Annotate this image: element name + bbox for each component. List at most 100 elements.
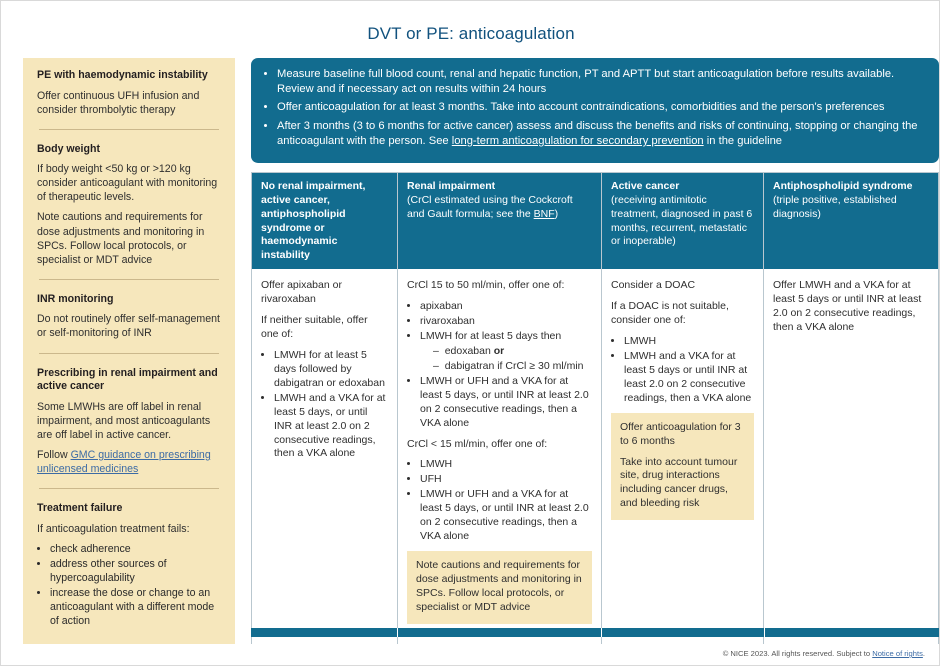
table-column-active-cancer: Active cancer (receiving antimitotic tre… bbox=[602, 173, 764, 644]
key-advice-banner: Measure baseline full blood count, renal… bbox=[251, 58, 939, 163]
long-term-anticoagulation-link[interactable]: long-term anticoagulation for secondary … bbox=[451, 134, 704, 147]
column-header: No renal impairment, active cancer, anti… bbox=[252, 173, 397, 269]
body-text: CrCl 15 to 50 ml/min, offer one of: bbox=[407, 279, 565, 291]
note-text: Offer anticoagulation for 3 to 6 months bbox=[620, 420, 741, 447]
table-column-renal-impairment: Renal impairment (CrCl estimated using t… bbox=[398, 173, 602, 644]
column-header-title: No renal impairment, active cancer, anti… bbox=[261, 180, 366, 262]
column-header: Active cancer (receiving antimitotic tre… bbox=[602, 173, 763, 269]
list-item: Measure baseline full blood count, renal… bbox=[277, 67, 927, 97]
column-body: CrCl 15 to 50 ml/min, offer one of: apix… bbox=[398, 269, 601, 644]
sub-item-text: edoxaban bbox=[444, 344, 494, 357]
list-item: LMWH bbox=[624, 335, 754, 349]
list-item: address other sources of hypercoagulabil… bbox=[50, 557, 221, 585]
sidebar-text: If body weight <50 kg or >120 kg conside… bbox=[37, 163, 218, 204]
list-item: LMWH for at least 5 days then edoxaban o… bbox=[420, 330, 592, 374]
column-header-sub: (CrCl estimated using the Cockcroft and … bbox=[407, 194, 592, 222]
gmc-guidance-link[interactable]: GMC guidance on prescribing unlicensed m… bbox=[37, 448, 211, 475]
divider bbox=[39, 487, 219, 489]
body-text: Offer apixaban or rivaroxaban bbox=[261, 279, 342, 305]
column-header: Renal impairment (CrCl estimated using t… bbox=[398, 173, 601, 269]
page-title: DVT or PE: anticoagulation bbox=[367, 24, 575, 43]
column-header-sub: (triple positive, established diagnosis) bbox=[773, 193, 897, 220]
list-item: increase the dose or change to an antico… bbox=[50, 586, 221, 628]
sub-post: ) bbox=[554, 207, 559, 220]
sidebar-heading: INR monitoring bbox=[37, 292, 114, 305]
options-list: LMWH for at least 5 days followed by dab… bbox=[261, 349, 388, 462]
banner-list: Measure baseline full blood count, renal… bbox=[261, 67, 927, 149]
list-item: Offer anticoagulation for at least 3 mon… bbox=[277, 100, 927, 115]
sidebar-text-follow: Follow GMC guidance on prescribing unlic… bbox=[37, 448, 221, 476]
sidebar-text: Offer continuous UFH infusion and consid… bbox=[37, 89, 200, 116]
bullet-text-pre: After 3 months (3 to 6 months for active… bbox=[277, 119, 918, 147]
list-item: LMWH and a VKA for at least 5 days, or u… bbox=[274, 392, 388, 462]
copyright-footer: © NICE 2023. All rights reserved. Subjec… bbox=[723, 649, 925, 658]
notice-of-rights-link[interactable]: Notice of rights bbox=[872, 649, 923, 658]
note-text: Note cautions and requirements for dose … bbox=[416, 559, 582, 614]
body-text: CrCl < 15 ml/min, offer one of: bbox=[407, 437, 548, 450]
follow-prefix: Follow bbox=[37, 448, 71, 461]
column-header-title: Renal impairment bbox=[407, 180, 496, 192]
treatment-failure-list: check adherence address other sources of… bbox=[37, 542, 221, 628]
body-text: Offer LMWH and a VKA for at least 5 days… bbox=[773, 279, 922, 333]
list-item: UFH bbox=[420, 473, 592, 487]
sidebar-section-pe-instability: PE with haemodynamic instability Offer c… bbox=[37, 69, 221, 117]
note-box-active-cancer: Offer anticoagulation for 3 to 6 months … bbox=[611, 412, 754, 521]
sidebar-section-body-weight: Body weight If body weight <50 kg or >12… bbox=[37, 143, 221, 267]
body-text: If a DOAC is not suitable, consider one … bbox=[611, 299, 729, 326]
sidebar-text: If anticoagulation treatment fails: bbox=[37, 522, 190, 535]
sidebar-heading: Body weight bbox=[37, 142, 100, 155]
column-header-title: Antiphospholipid syndrome bbox=[773, 180, 913, 192]
list-item: LMWH or UFH and a VKA for at least 5 day… bbox=[420, 488, 592, 544]
list-item: After 3 months (3 to 6 months for active… bbox=[277, 119, 927, 149]
sidebar-heading: PE with haemodynamic instability bbox=[37, 69, 208, 81]
divider bbox=[39, 128, 219, 130]
column-header-title: Active cancer bbox=[611, 180, 680, 192]
bar-segment bbox=[251, 628, 398, 637]
options-list-crcl-15-50: apixaban rivaroxaban LMWH for at least 5… bbox=[407, 300, 592, 431]
options-list: LMWH LMWH and a VKA for at least 5 days … bbox=[611, 335, 754, 406]
list-item-label: LMWH for at least 5 days then bbox=[420, 329, 562, 342]
table-bottom-bar bbox=[251, 628, 939, 637]
note-text: Take into account tumour site, drug inte… bbox=[620, 455, 738, 510]
sub-item-emphasis: or bbox=[493, 344, 505, 357]
column-body: Consider a DOAC If a DOAC is not suitabl… bbox=[602, 269, 763, 644]
note-box-renal: Note cautions and requirements for dose … bbox=[407, 551, 592, 625]
copyright-suffix: . bbox=[922, 649, 925, 658]
column-body: Offer apixaban or rivaroxaban If neither… bbox=[252, 269, 397, 644]
bullet-text-post: in the guideline bbox=[703, 134, 783, 147]
list-item: rivaroxaban bbox=[420, 315, 592, 329]
sidebar-section-prescribing: Prescribing in renal impairment and acti… bbox=[37, 367, 221, 476]
sub-pre: (CrCl estimated using the Cockcroft and … bbox=[407, 193, 573, 220]
divider bbox=[39, 278, 219, 280]
table-column-no-renal-impairment: No renal impairment, active cancer, anti… bbox=[252, 173, 398, 644]
column-body: Offer LMWH and a VKA for at least 5 days… bbox=[764, 269, 938, 644]
sidebar-panel: PE with haemodynamic instability Offer c… bbox=[23, 58, 235, 644]
sidebar-text: Some LMWHs are off label in renal impair… bbox=[37, 400, 211, 441]
list-item: edoxaban or bbox=[433, 345, 592, 359]
sidebar-heading: Prescribing in renal impairment and acti… bbox=[37, 366, 218, 393]
bar-segment bbox=[397, 628, 603, 637]
list-item: LMWH or UFH and a VKA for at least 5 day… bbox=[420, 375, 592, 431]
table-column-antiphospholipid-syndrome: Antiphospholipid syndrome (triple positi… bbox=[764, 173, 938, 644]
body-text: Consider a DOAC bbox=[611, 279, 696, 291]
list-item: dabigatran if CrCl ≥ 30 ml/min bbox=[433, 360, 592, 374]
bar-segment bbox=[765, 628, 939, 637]
sidebar-section-inr-monitoring: INR monitoring Do not routinely offer se… bbox=[37, 293, 221, 341]
column-header: Antiphospholipid syndrome (triple positi… bbox=[764, 173, 938, 269]
list-item: LMWH for at least 5 days followed by dab… bbox=[274, 349, 388, 391]
sidebar-text: Note cautions and requirements for dose … bbox=[37, 211, 205, 266]
list-item: LMWH bbox=[420, 458, 592, 472]
column-header-sub: (receiving antimitotic treatment, diagno… bbox=[611, 193, 753, 248]
sub-options-list: edoxaban or dabigatran if CrCl ≥ 30 ml/m… bbox=[420, 345, 592, 374]
bnf-link[interactable]: BNF bbox=[533, 207, 555, 220]
list-item: LMWH and a VKA for at least 5 days or un… bbox=[624, 350, 754, 406]
list-item: apixaban bbox=[420, 300, 592, 314]
divider bbox=[39, 352, 219, 354]
sidebar-section-treatment-failure: Treatment failure If anticoagulation tre… bbox=[37, 502, 221, 628]
body-text: If neither suitable, offer one of: bbox=[261, 313, 368, 340]
sidebar-heading: Treatment failure bbox=[37, 501, 123, 514]
sidebar-text: Do not routinely offer self-management o… bbox=[37, 313, 220, 340]
treatment-options-table: No renal impairment, active cancer, anti… bbox=[251, 172, 939, 644]
copyright-text: © NICE 2023. All rights reserved. Subjec… bbox=[722, 649, 873, 658]
